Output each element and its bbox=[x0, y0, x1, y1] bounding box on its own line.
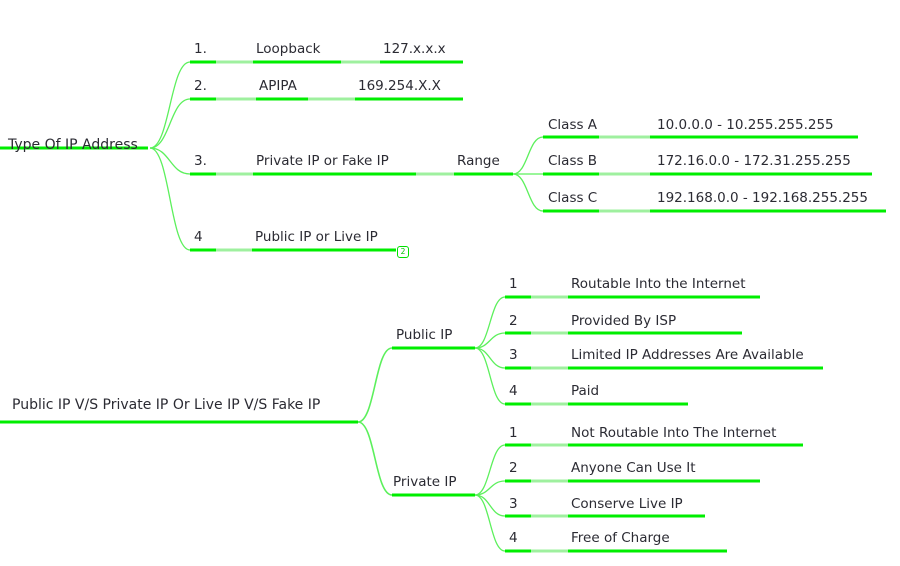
range-class-a-label[interactable]: Class A bbox=[548, 117, 598, 133]
public-item-3-label[interactable]: Limited IP Addresses Are Available bbox=[571, 347, 804, 363]
top-branch-3-range-label[interactable]: Range bbox=[457, 153, 500, 169]
public-item-2-number: 2 bbox=[509, 313, 518, 329]
public-item-4-label[interactable]: Paid bbox=[571, 383, 600, 399]
private-item-1-label[interactable]: Not Routable Into The Internet bbox=[571, 425, 777, 441]
top-branch-1-number: 1. bbox=[194, 41, 207, 57]
public-item-1-number: 1 bbox=[509, 276, 518, 292]
top-branch-1-value[interactable]: 127.x.x.x bbox=[383, 41, 446, 57]
top-branch-3-label[interactable]: Private IP or Fake IP bbox=[256, 153, 389, 169]
range-class-a-value[interactable]: 10.0.0.0 - 10.255.255.255 bbox=[657, 117, 834, 133]
top-root-label[interactable]: Type Of IP Address bbox=[8, 137, 138, 153]
top-branch-4-label[interactable]: Public IP or Live IP bbox=[255, 229, 378, 245]
group-public-ip-label[interactable]: Public IP bbox=[396, 327, 453, 343]
bottom-root-label[interactable]: Public IP V/S Private IP Or Live IP V/S … bbox=[12, 397, 321, 413]
top-branch-3-number: 3. bbox=[194, 153, 207, 169]
top-branch-2-value[interactable]: 169.254.X.X bbox=[358, 78, 441, 94]
public-item-3-number: 3 bbox=[509, 347, 518, 363]
range-class-c-label[interactable]: Class C bbox=[548, 190, 598, 206]
private-item-1-number: 1 bbox=[509, 425, 518, 441]
public-item-2-label[interactable]: Provided By ISP bbox=[571, 313, 677, 329]
range-class-c-value[interactable]: 192.168.0.0 - 192.168.255.255 bbox=[657, 190, 868, 206]
public-item-4-number: 4 bbox=[509, 383, 518, 399]
top-branch-4-number: 4 bbox=[194, 229, 203, 245]
public-item-1-label[interactable]: Routable Into the Internet bbox=[571, 276, 746, 292]
top-branch-2-label[interactable]: APIPA bbox=[259, 78, 297, 94]
private-item-3-number: 3 bbox=[509, 496, 518, 512]
range-class-b-label[interactable]: Class B bbox=[548, 153, 598, 169]
private-item-2-number: 2 bbox=[509, 460, 518, 476]
top-branch-1-label[interactable]: Loopback bbox=[256, 41, 321, 57]
private-item-4-number: 4 bbox=[509, 530, 518, 546]
private-item-2-label[interactable]: Anyone Can Use It bbox=[571, 460, 696, 476]
top-branch-2-number: 2. bbox=[194, 78, 207, 94]
group-private-ip-label[interactable]: Private IP bbox=[393, 474, 457, 490]
range-class-b-value[interactable]: 172.16.0.0 - 172.31.255.255 bbox=[657, 153, 851, 169]
private-item-3-label[interactable]: Conserve Live IP bbox=[571, 496, 683, 512]
top-branch-4-badge[interactable]: 2 bbox=[397, 246, 409, 258]
private-item-4-label[interactable]: Free of Charge bbox=[571, 530, 670, 546]
